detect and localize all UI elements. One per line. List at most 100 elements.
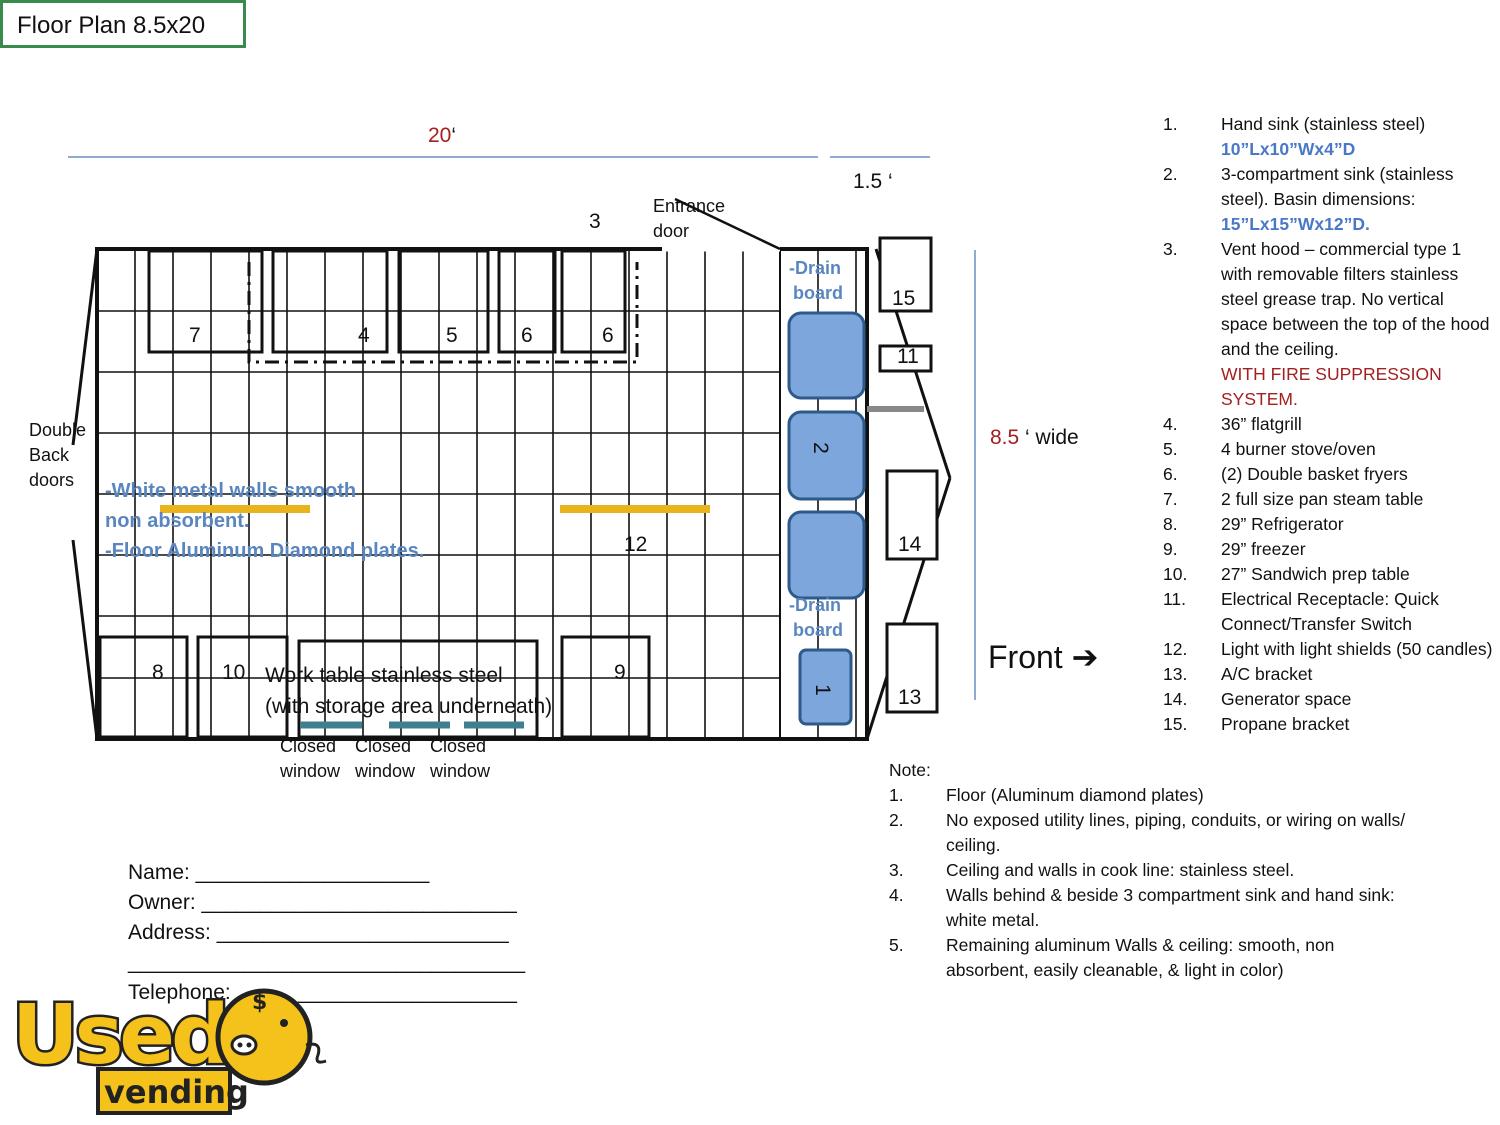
item-number-15: 15: [892, 287, 916, 310]
vent-hood-number: 3: [589, 210, 601, 233]
equipment-4: [271, 249, 389, 354]
legend-item-text: 4 burner stove/oven: [1221, 439, 1376, 459]
legend-item-number: 9.: [1163, 539, 1178, 559]
item-number-4: 4: [358, 324, 370, 347]
legend-item-text: Electrical Receptacle: Quick Connect/Tra…: [1221, 589, 1439, 634]
sink-compartment-b: [787, 410, 866, 501]
equipment-9: [560, 635, 651, 739]
item-number-14: 14: [898, 533, 922, 556]
legend-item-text: 29” freezer: [1221, 539, 1306, 559]
legend-item-text: Vent hood – commercial type 1 with remov…: [1221, 237, 1493, 412]
legend-item-detail: 15”Lx15”Wx12”D.: [1221, 214, 1370, 234]
legend-item: 14. Generator space: [1163, 687, 1493, 712]
legend-item-detail: WITH FIRE SUPPRESSION SYSTEM.: [1221, 364, 1442, 409]
equipment-6a: [497, 249, 557, 354]
legend-item: 13.A/C bracket: [1163, 662, 1493, 687]
notes-section: Note: 1.Floor (Aluminum diamond plates)2…: [889, 758, 1409, 983]
legend-item-text: 3-compartment sink (stainless steel). Ba…: [1221, 162, 1493, 237]
legend-item-text: 2 full size pan steam table: [1221, 489, 1424, 509]
work-table-label: Work table stainless steel (with storage…: [265, 664, 553, 718]
legend-item: 3. Vent hood – commercial type 1 with rem…: [1163, 237, 1493, 412]
used-vending-logo: Used $ vending: [10, 986, 327, 1115]
length-label: 20‘: [428, 124, 457, 147]
owner-field: Owner: ___________________________: [128, 891, 517, 914]
sink-compartment-c: [787, 510, 866, 600]
arrow-right-icon: ➔: [1071, 639, 1099, 675]
front-label: Front ➔: [988, 639, 1099, 675]
legend-item-text: Generator space: [1221, 689, 1352, 709]
item-number-6b: 6: [602, 324, 614, 347]
width-label: 8.5 ‘ wide: [990, 426, 1079, 449]
legend-item-text: 27” Sandwich prep table: [1221, 564, 1410, 584]
legend-item: 8.29” Refrigerator: [1163, 512, 1493, 537]
equipment-10: [196, 635, 289, 739]
legend-item-number: 8.: [1163, 514, 1178, 534]
legend-item: 2.3-compartment sink (stainless steel). …: [1163, 162, 1493, 237]
floor-plan-diagram: [68, 156, 976, 741]
address-line-2: __________________________________: [128, 951, 526, 974]
equipment-6b: [560, 249, 627, 354]
legend-item: 10. 27” Sandwich prep table: [1163, 562, 1493, 587]
legend-item-number: 4.: [1163, 414, 1178, 434]
legend-item: 4. 36” flatgrill: [1163, 412, 1493, 437]
legend-item-number: 11.: [1163, 589, 1187, 609]
dollar-sign-icon: $: [252, 990, 267, 1015]
equipment-legend: 1. Hand sink (stainless steel)10”Lx10”Wx4…: [1163, 112, 1493, 737]
legend-item-text: Light with light shields (50 candles): [1221, 639, 1493, 659]
legend-item-text: 36” flatgrill: [1221, 414, 1302, 434]
back-door-left-lower: [71, 539, 99, 740]
legend-item: 6. (2) Double basket fryers: [1163, 462, 1493, 487]
legend-item-number: 5.: [1163, 439, 1178, 459]
back-door-left-upper: [71, 248, 99, 446]
propane-bracket: [878, 236, 933, 313]
item-number-1: 1: [810, 684, 834, 696]
legend-item-number: 10.: [1163, 564, 1188, 584]
legend-item-text: (2) Double basket fryers: [1221, 464, 1408, 484]
item-number-2: 2: [808, 442, 832, 454]
legend-item-number: 1.: [1163, 114, 1178, 134]
legend-item-detail: 10”Lx10”Wx4”D: [1221, 139, 1356, 159]
item-number-11: 11: [897, 345, 919, 368]
legend-item: 12.Light with light shields (50 candles): [1163, 637, 1493, 662]
note-item: 3.Ceiling and walls in cook line: stainl…: [889, 860, 1295, 880]
legend-item-number: 14.: [1163, 689, 1188, 709]
logo-word-vending: vending: [104, 1073, 249, 1111]
legend-item-number: 15.: [1163, 714, 1188, 734]
legend-item: 5. 4 burner stove/oven: [1163, 437, 1493, 462]
owner-form: Name: ____________________ Owner: ______…: [128, 858, 525, 1008]
electrical-receptacle: [878, 344, 933, 373]
pig-mascot-icon: [215, 988, 313, 1086]
item-number-8: 8: [152, 661, 164, 684]
note-item: 2.No exposed utility lines, piping, cond…: [889, 810, 1406, 855]
name-field: Name: ____________________: [128, 861, 430, 884]
legend-item: 11. Electrical Receptacle: Quick Connect/…: [1163, 587, 1493, 637]
trailer-outline: [95, 247, 869, 741]
legend-item-text: Hand sink (stainless steel)10”Lx10”Wx4”D: [1221, 112, 1493, 162]
hand-sink: [798, 648, 853, 726]
sink-compartment-a: [787, 311, 866, 400]
equipment-5: [397, 249, 490, 354]
legend-item-number: 7.: [1163, 489, 1178, 509]
legend-item-text: A/C bracket: [1221, 664, 1313, 684]
legend-item-number: 6.: [1163, 464, 1178, 484]
ac-bracket: [885, 622, 939, 714]
equipment-8: [98, 635, 189, 739]
item-number-12: 12: [624, 533, 648, 556]
address-field: Address: _________________________: [128, 921, 509, 944]
item-number-6a: 6: [521, 324, 533, 347]
item-number-7: 7: [189, 324, 201, 347]
legend-item-number: 3.: [1163, 239, 1178, 259]
vent-hood-outline: [247, 262, 639, 364]
item-number-9: 9: [614, 661, 626, 684]
telephone-field: Telephone: ________________________: [128, 981, 517, 1004]
legend-item: 1. Hand sink (stainless steel)10”Lx10”Wx4…: [1163, 112, 1493, 162]
legend-item: 7. 2 full size pan steam table: [1163, 487, 1493, 512]
note-item: 1.Floor (Aluminum diamond plates): [889, 785, 1204, 805]
front-gap-label: 1.5 ‘: [853, 170, 893, 193]
